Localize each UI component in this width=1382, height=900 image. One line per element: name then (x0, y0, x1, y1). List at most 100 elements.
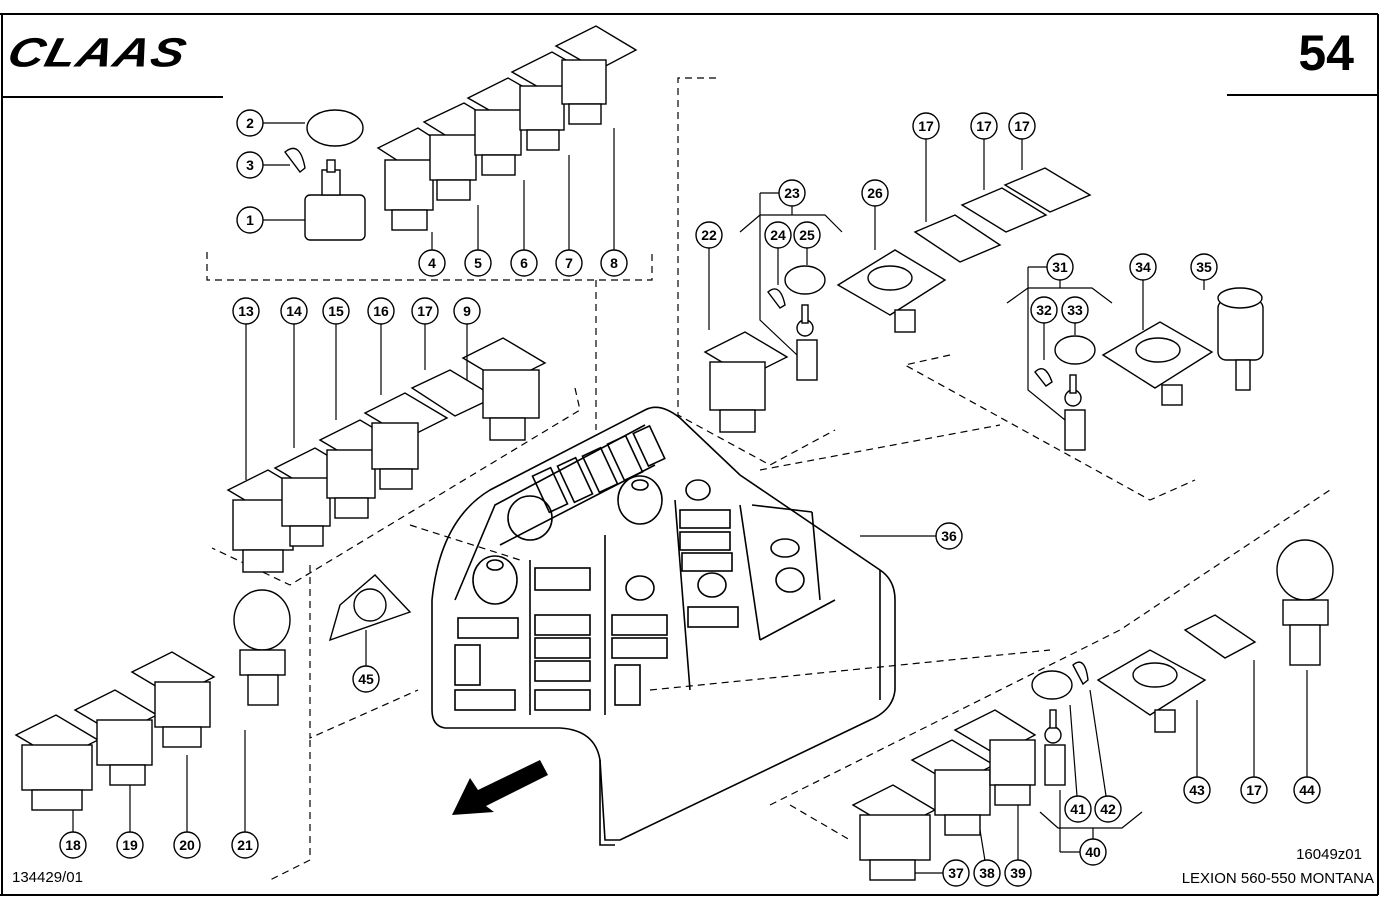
callout-42: 42 (1094, 795, 1122, 823)
callout-circle (1190, 253, 1218, 281)
callout-leader-42 (1089, 689, 1107, 797)
callout-circle (116, 831, 144, 859)
callout-39: 39 (1004, 859, 1032, 887)
callout-40: 40 (1079, 838, 1107, 866)
callout-33: 33 (1061, 296, 1089, 324)
callout-17b: 17 (912, 112, 940, 140)
callout-label: 17 (976, 118, 992, 134)
callout-label: 7 (565, 255, 573, 271)
reference-code: 16049z01 (1296, 846, 1362, 863)
callout-circle (942, 859, 970, 887)
callout-leaders (72, 122, 1308, 874)
callout-17c: 17 (970, 112, 998, 140)
callout-7: 7 (555, 249, 583, 277)
callout-13: 13 (232, 297, 260, 325)
callout-label: 15 (328, 303, 344, 319)
callout-circle (600, 249, 628, 277)
callout-20: 20 (173, 831, 201, 859)
callout-label: 14 (286, 303, 302, 319)
callout-label: 31 (1052, 259, 1068, 275)
callout-circle (236, 206, 264, 234)
gasket-17c (960, 187, 1048, 233)
callout-8: 8 (600, 249, 628, 277)
switch-37 (851, 784, 937, 881)
callout-label: 20 (179, 837, 195, 853)
switch-19 (73, 689, 159, 786)
callout-label: 42 (1100, 801, 1116, 817)
callout-circle (1079, 838, 1107, 866)
callout-label: 17 (1014, 118, 1030, 134)
callout-label: 19 (122, 837, 138, 853)
callout-label: 41 (1070, 801, 1086, 817)
callout-circle (1183, 776, 1211, 804)
lever-3 (284, 147, 306, 173)
components (233, 109, 1334, 786)
lever-32 (1034, 368, 1053, 387)
callout-circle (1240, 776, 1268, 804)
callout-36: 36 (935, 522, 963, 550)
socket-35 (1217, 287, 1264, 391)
callout-label: 23 (784, 185, 800, 201)
callout-circle (1046, 253, 1074, 281)
callout-label: 45 (358, 671, 374, 687)
callout-label: 44 (1299, 782, 1315, 798)
callout-35: 35 (1190, 253, 1218, 281)
gasket-17b (913, 214, 1002, 263)
callout-label: 25 (799, 227, 815, 243)
callout-4: 4 (418, 249, 446, 277)
callout-circle (231, 831, 259, 859)
plate-26 (836, 249, 947, 333)
callout-label: 38 (979, 865, 995, 881)
callout-label: 16 (373, 303, 389, 319)
callout-label: 24 (770, 227, 786, 243)
callout-label: 1 (246, 212, 254, 228)
callout-37: 37 (942, 859, 970, 887)
callout-45: 45 (352, 665, 380, 693)
page-number: 54 (1298, 25, 1354, 81)
callout-17a: 17 (411, 297, 439, 325)
callout-label: 5 (474, 255, 482, 271)
callout-label: 26 (867, 185, 883, 201)
callout-circle (464, 249, 492, 277)
knob-41 (1031, 670, 1073, 700)
callout-38: 38 (973, 859, 1001, 887)
callout-leader-41 (1069, 704, 1078, 797)
group-boundaries (206, 77, 1331, 881)
callout-5: 5 (464, 249, 492, 277)
callout-41: 41 (1064, 795, 1092, 823)
knob-25 (784, 265, 826, 295)
callout-circle (935, 522, 963, 550)
callout-circle (912, 112, 940, 140)
callout-circle (411, 297, 439, 325)
callout-label: 3 (246, 157, 254, 173)
plate-34 (1101, 321, 1214, 406)
callout-17d: 17 (1008, 112, 1036, 140)
callout-circle (367, 297, 395, 325)
callout-circle (418, 249, 446, 277)
switch-22 (703, 331, 789, 433)
callout-label: 32 (1036, 302, 1052, 318)
direction-arrow-icon (452, 760, 548, 815)
callout-label: 22 (701, 227, 717, 243)
switch-8 (554, 25, 638, 125)
callout-25: 25 (793, 221, 821, 249)
pushbutton-21 (233, 589, 291, 706)
callout-circle (695, 221, 723, 249)
switch-1 (304, 159, 366, 241)
switch-16 (363, 392, 449, 490)
callout-circle (236, 151, 264, 179)
callout-17e: 17 (1240, 776, 1268, 804)
callout-label: 39 (1010, 865, 1026, 881)
gasket-17e (1183, 614, 1257, 659)
callout-15: 15 (322, 297, 350, 325)
callout-label: 2 (246, 115, 254, 131)
callout-label: 6 (520, 255, 528, 271)
callout-label: 8 (610, 255, 618, 271)
callout-circle (793, 221, 821, 249)
callout-circle (764, 221, 792, 249)
callout-label: 21 (237, 837, 253, 853)
callout-circle (1030, 296, 1058, 324)
callout-1: 1 (236, 206, 264, 234)
callout-label: 34 (1135, 259, 1151, 275)
callout-26: 26 (861, 179, 889, 207)
